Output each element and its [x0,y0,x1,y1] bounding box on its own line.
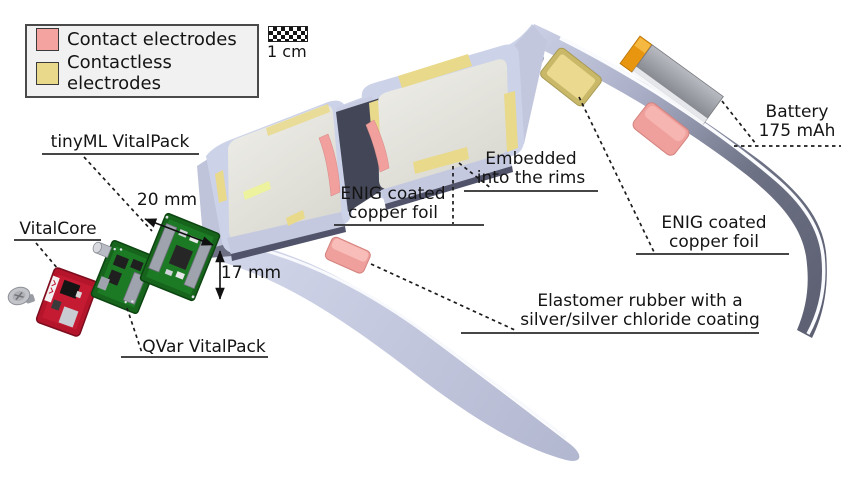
dim-20mm-label: 20 mm [136,190,198,210]
frame-front [197,24,547,261]
label-enig-left: ENIG coated copper foil [340,185,445,223]
leader-vitalcore [35,242,59,270]
qvar-cylinder-component [92,241,112,258]
screw [7,286,35,306]
right-temple-highlight [559,36,826,335]
right-rim-bottom [381,152,512,204]
vitalcore-board [35,267,99,337]
tinyml-connector-left [148,223,178,273]
label-elastomer-line1: Elastomer rubber with a [537,291,743,311]
left-rim-bottom [227,212,345,254]
legend: Contact electrodes Contactless electrode… [25,24,259,98]
label-qvar-vitalpack: QVar VitalPack [142,337,266,357]
left-temple-highlight [239,242,567,440]
label-elastomer-line2: silver/silver chloride coating [520,310,760,330]
frame-left-face [197,157,226,250]
legend-label-contact: Contact electrodes [67,28,237,50]
scale-bar-checker [268,26,308,42]
contactless-electrode-right-temple [540,47,602,107]
contactless-electrode-swatch [36,61,59,85]
label-battery-line2: 175 mAh [758,121,836,141]
left-temple-arm [222,238,580,461]
label-enig-right: ENIG coated copper foil [661,214,766,252]
label-tinyml-vitalpack: tinyML VitalPack [50,132,190,152]
label-embedded-line2: into the rims [476,168,586,188]
left-temple [222,238,580,461]
legend-item-contactless: Contactless electrodes [36,52,257,94]
label-vitalcore: VitalCore [19,219,97,239]
dim-17mm-label: 17 mm [220,263,282,283]
label-enig-left-line1: ENIG coated [340,184,446,204]
legend-label-contactless: Contactless electrodes [67,52,172,95]
label-enig-right-line2: copper foil [668,232,760,252]
dim-20mm-arrow [144,218,214,246]
right-lens [377,59,509,189]
contactless-electrode-strips [215,54,518,226]
label-battery: Battery 175 mAh [759,103,836,141]
legend-item-contact: Contact electrodes [36,27,257,51]
leader-embedded [458,162,493,190]
label-embedded-line1: Embedded [485,149,577,169]
label-elastomer: Elastomer rubber with a silver/silver ch… [520,292,760,330]
leader-tinyml [83,156,153,232]
tinyml-chip [168,244,194,271]
label-embedded: Embedded into the rims [477,150,585,188]
leader-elastomer [370,263,518,332]
scale-bar-label: 1 cm [267,42,307,61]
qvar-connector [122,271,147,306]
vitalcore-chip [59,279,81,299]
contact-electrode-left-temple [324,236,371,274]
contact-electrode-nose-pads [318,119,390,197]
contact-electrode-swatch [36,27,59,51]
leader-battery [721,100,757,145]
label-enig-left-line2: copper foil [347,203,439,223]
qvar-board [90,239,160,315]
left-lens [228,105,342,241]
contact-electrode-right-temple [632,102,690,156]
label-enig-right-line1: ENIG coated [661,213,767,233]
battery [619,35,724,125]
leader-qvar [126,307,143,354]
label-battery-line1: Battery [765,102,829,122]
leader-enig-right [578,96,655,253]
